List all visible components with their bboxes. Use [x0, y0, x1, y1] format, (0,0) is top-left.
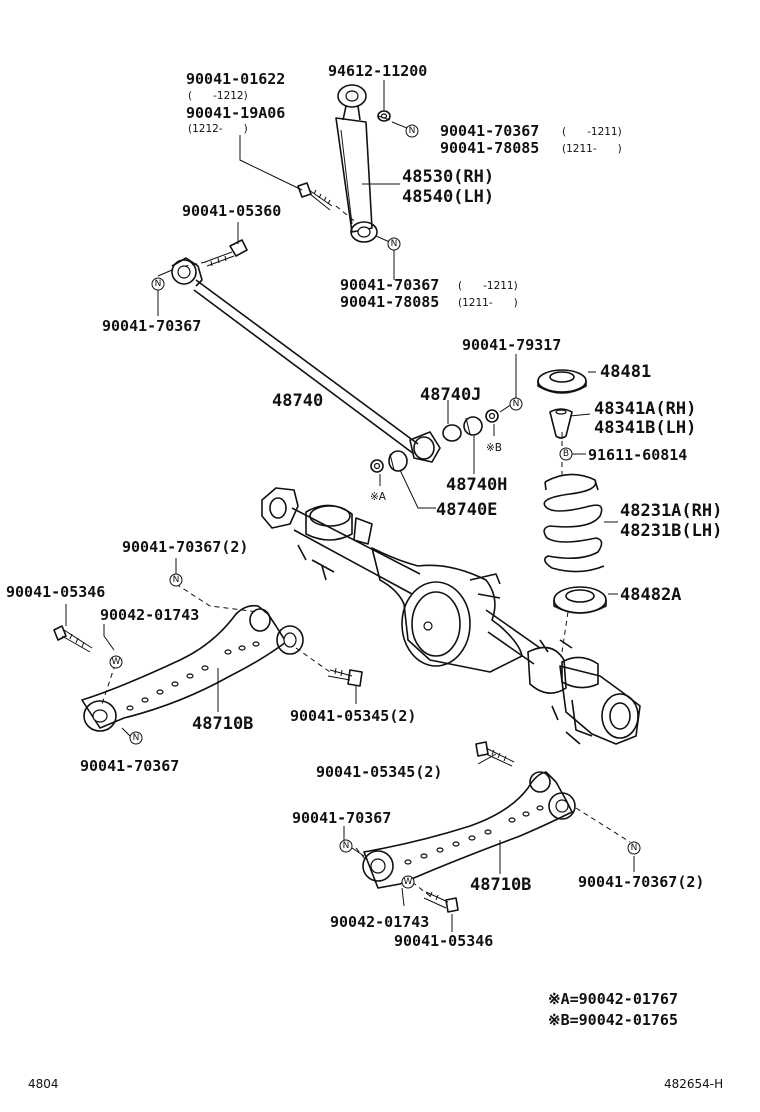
label-90041-19a06-range: (1212- )	[188, 123, 248, 135]
label-91611-60814: 91611-60814	[588, 446, 687, 464]
label-90042-01743-left: 90042-01743	[100, 606, 199, 624]
bushings	[370, 409, 499, 473]
coil-spring	[543, 473, 605, 573]
label-48231a: 48231A(RH)	[620, 501, 722, 521]
svg-text:N: N	[343, 841, 350, 851]
label-90041-70367-2-left: 90041-70367(2)	[122, 538, 248, 556]
dashed-lines	[101, 205, 631, 897]
label-94612-11200: 94612-11200	[328, 62, 427, 80]
label-48740j: 48740J	[420, 385, 481, 405]
bump-stopper	[549, 408, 573, 439]
label-90041-05345-2-left: 90041-05345(2)	[290, 707, 416, 725]
tag-n-3	[151, 277, 165, 291]
label-48530: 48530(RH)	[402, 167, 494, 187]
label-48740h: 48740H	[446, 475, 507, 495]
label-48740e: 48740E	[436, 500, 497, 520]
label-48740: 48740	[272, 391, 323, 411]
bolt-lateral-rod	[204, 239, 248, 267]
tag-n-4	[509, 397, 523, 411]
label-90041-70367-mid: 90041-70367	[340, 276, 439, 294]
svg-text:N: N	[409, 126, 416, 136]
tag-n-8	[627, 841, 641, 855]
arm-holes-left	[126, 641, 260, 711]
label-90041-05360: 90041-05360	[182, 202, 281, 220]
label-90041-01622-range: ( -1212)	[188, 90, 248, 102]
footer-right-code: 482654-H	[664, 1077, 723, 1091]
bolt-shock-upper	[297, 182, 333, 211]
lateral-rod	[171, 257, 441, 463]
label-90041-70367-rod: 90041-70367	[102, 317, 201, 335]
label-note-b: ※B=90042-01765	[548, 1011, 678, 1029]
label-mark-a: ※A	[370, 491, 387, 503]
bolt-arm-right-lower	[423, 891, 459, 913]
svg-text:N: N	[391, 239, 398, 249]
label-90041-78085-top-range: (1211- )	[562, 143, 622, 155]
label-48341b: 48341B(LH)	[594, 418, 696, 438]
tag-n-6	[129, 731, 143, 745]
label-48481: 48481	[600, 362, 651, 382]
label-90041-19a06: 90041-19A06	[186, 104, 285, 122]
svg-text:B: B	[563, 449, 569, 459]
svg-text:N: N	[155, 279, 162, 289]
svg-text:N: N	[513, 399, 520, 409]
label-48482a: 48482A	[620, 585, 681, 605]
arm-holes-right	[404, 805, 544, 865]
label-90041-70367-right: 90041-70367	[292, 809, 391, 827]
label-90041-05346-left: 90041-05346	[6, 583, 105, 601]
axle-housing	[261, 487, 641, 745]
label-90041-70367-top: 90041-70367	[440, 122, 539, 140]
tag-w-2	[401, 875, 415, 889]
tag-b-1	[559, 447, 573, 461]
label-48710b-right: 48710B	[470, 875, 531, 895]
tag-n-1	[405, 124, 419, 138]
spring-upper-seat	[537, 369, 587, 394]
label-90041-70367-2-right: 90041-70367(2)	[578, 873, 704, 891]
spring-lower-seat	[553, 586, 607, 614]
tag-n-5	[169, 573, 183, 587]
lower-arm-left	[81, 604, 304, 732]
label-90041-70367-top-range: ( -1211)	[562, 126, 622, 138]
label-90041-05345-2-right: 90041-05345(2)	[316, 763, 442, 781]
label-90041-79317: 90041-79317	[462, 336, 561, 354]
svg-text:W: W	[112, 657, 121, 667]
label-90041-70367-mid-range: ( -1211)	[458, 280, 518, 292]
svg-text:N: N	[631, 843, 638, 853]
svg-text:W: W	[404, 877, 413, 887]
bolt-arm-right-upper	[475, 741, 515, 767]
tag-circles: N N N N B N W N N N W	[109, 124, 641, 889]
label-48341a: 48341A(RH)	[594, 399, 696, 419]
lower-arm-right	[362, 771, 576, 889]
label-90041-70367-left-bottom: 90041-70367	[80, 757, 179, 775]
label-90041-78085-mid: 90041-78085	[340, 293, 439, 311]
label-90041-01622: 90041-01622	[186, 70, 285, 88]
tag-w-1	[109, 655, 123, 669]
label-mark-b: ※B	[486, 442, 502, 454]
tag-n-2	[387, 237, 401, 251]
part-labels: 90041-01622 ( -1212) 90041-19A06 (1212- …	[6, 62, 722, 1029]
tag-n-7	[339, 839, 353, 853]
label-90041-05346-right: 90041-05346	[394, 932, 493, 950]
leader-lines	[65, 80, 635, 932]
label-90041-78085-top: 90041-78085	[440, 139, 539, 157]
svg-text:N: N	[173, 575, 180, 585]
bolt-arm-left-front	[327, 667, 363, 687]
label-90042-01743-right: 90042-01743	[330, 913, 429, 931]
bolt-arm-left-rear	[53, 625, 93, 653]
svg-text:N: N	[133, 733, 140, 743]
label-48710b-left: 48710B	[192, 714, 253, 734]
label-90041-78085-mid-range: (1211- )	[458, 297, 518, 309]
label-48231b: 48231B(LH)	[620, 521, 722, 541]
footer-left-code: 4804	[28, 1077, 59, 1091]
label-note-a: ※A=90042-01767	[548, 990, 678, 1008]
label-48540: 48540(LH)	[402, 187, 494, 207]
shock-absorber	[335, 84, 391, 243]
